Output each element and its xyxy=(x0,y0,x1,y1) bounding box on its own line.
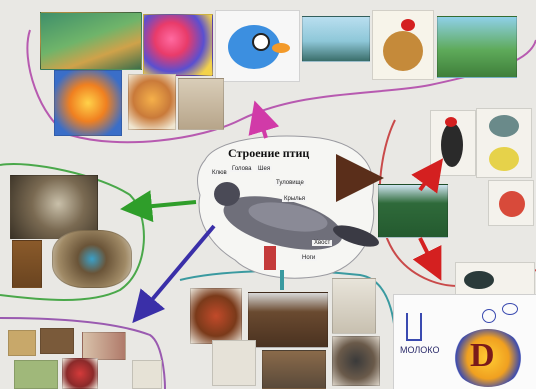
arrow-to-top xyxy=(258,112,266,138)
arrow-to-bottom-left xyxy=(140,226,214,314)
milk-label: МОЛОКО xyxy=(400,345,439,355)
arrow-red-down xyxy=(420,238,436,270)
arrow-to-left xyxy=(132,202,196,208)
arrow-red-up xyxy=(420,168,436,190)
egg-icon xyxy=(502,303,518,315)
sunflower-icon xyxy=(482,309,496,323)
milk-glass-icon xyxy=(406,313,422,341)
vitamin-card: МОЛОКО D xyxy=(393,294,536,389)
vitamin-letter: D xyxy=(470,337,495,375)
